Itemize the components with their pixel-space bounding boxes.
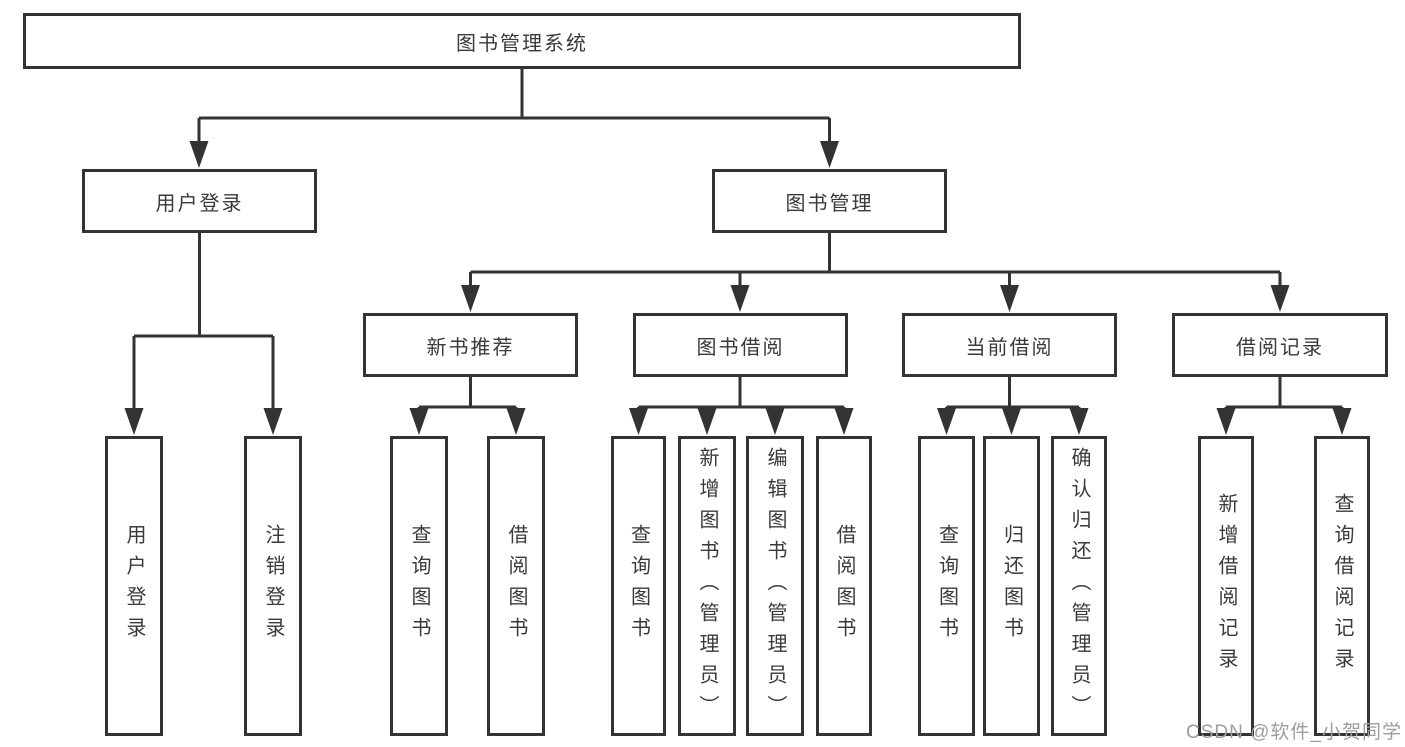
arrowhead	[506, 408, 526, 435]
arrowhead	[263, 408, 283, 435]
node-book-management: 图书管理	[712, 169, 947, 233]
leaf-borrow-books: 借阅图书	[816, 436, 872, 736]
arrowhead	[124, 408, 144, 435]
connector-new-book-children	[417, 377, 518, 413]
leaf-label: 归还图书	[1000, 524, 1023, 648]
arrowhead	[730, 285, 750, 312]
connector-book-borrow-children	[637, 377, 846, 413]
arrowhead	[820, 141, 839, 168]
arrowhead	[765, 408, 785, 435]
arrowhead	[461, 285, 480, 312]
arrowhead	[1069, 408, 1089, 435]
leaf-label: 查询图书	[627, 524, 650, 648]
leaf-label: 借阅图书	[505, 524, 527, 648]
node-new-book-recommend: 新书推荐	[363, 313, 578, 377]
connector-current-borrow-children	[945, 377, 1081, 413]
arrowhead	[1000, 285, 1019, 312]
node-root: 图书管理系统	[23, 13, 1021, 69]
connector-root-to-level2	[197, 69, 831, 146]
node-current-borrow: 当前借阅	[902, 313, 1117, 377]
leaf-label: 查询借阅记录	[1331, 493, 1353, 679]
arrowhead	[1270, 285, 1290, 312]
arrowhead	[629, 408, 648, 435]
connector-user-login-children	[132, 233, 275, 413]
leaf-edit-book-admin: 编辑图书（管理员）	[746, 436, 804, 736]
connector-borrow-records-children	[1224, 377, 1344, 413]
leaf-return-books: 归还图书	[983, 436, 1040, 736]
arrowhead	[189, 141, 209, 168]
connector-book-management-children	[469, 233, 1282, 290]
arrowhead	[937, 408, 956, 435]
leaf-query-books-borrow: 查询图书	[611, 436, 666, 736]
leaf-query-books-recommend: 查询图书	[390, 436, 448, 736]
arrowhead	[697, 408, 717, 435]
leaf-label: 查询图书	[935, 524, 958, 648]
leaf-confirm-return-admin: 确认归还（管理员）	[1051, 436, 1107, 736]
leaf-logout: 注销登录	[244, 436, 302, 736]
leaf-add-book-admin: 新增图书（管理员）	[678, 436, 736, 736]
leaf-query-borrow-record: 查询借阅记录	[1314, 436, 1370, 736]
watermark: CSDN @软件_小贺同学	[1186, 722, 1402, 743]
node-user-login: 用户登录	[82, 169, 317, 233]
arrowhead	[1332, 408, 1352, 435]
node-book-borrow: 图书借阅	[633, 313, 848, 377]
leaf-query-books-current: 查询图书	[918, 436, 975, 736]
leaf-borrow-books-recommend: 借阅图书	[487, 436, 545, 736]
arrowhead	[834, 408, 854, 435]
leaf-label: 确认归还（管理员）	[1068, 446, 1090, 726]
leaf-label: 借阅图书	[833, 524, 855, 648]
leaf-label: 用户登录	[123, 524, 145, 648]
leaf-label: 新增借阅记录	[1215, 493, 1237, 679]
leaf-label: 新增图书（管理员）	[696, 446, 718, 726]
leaf-label: 注销登录	[262, 524, 284, 648]
arrowhead	[1216, 408, 1236, 435]
leaf-label: 编辑图书（管理员）	[764, 446, 786, 726]
arrowhead	[1002, 408, 1021, 435]
leaf-add-borrow-record: 新增借阅记录	[1198, 436, 1254, 736]
node-borrow-records: 借阅记录	[1172, 313, 1388, 377]
leaf-label: 查询图书	[408, 524, 430, 648]
arrowhead	[409, 408, 429, 435]
leaf-user-login: 用户登录	[105, 436, 163, 736]
